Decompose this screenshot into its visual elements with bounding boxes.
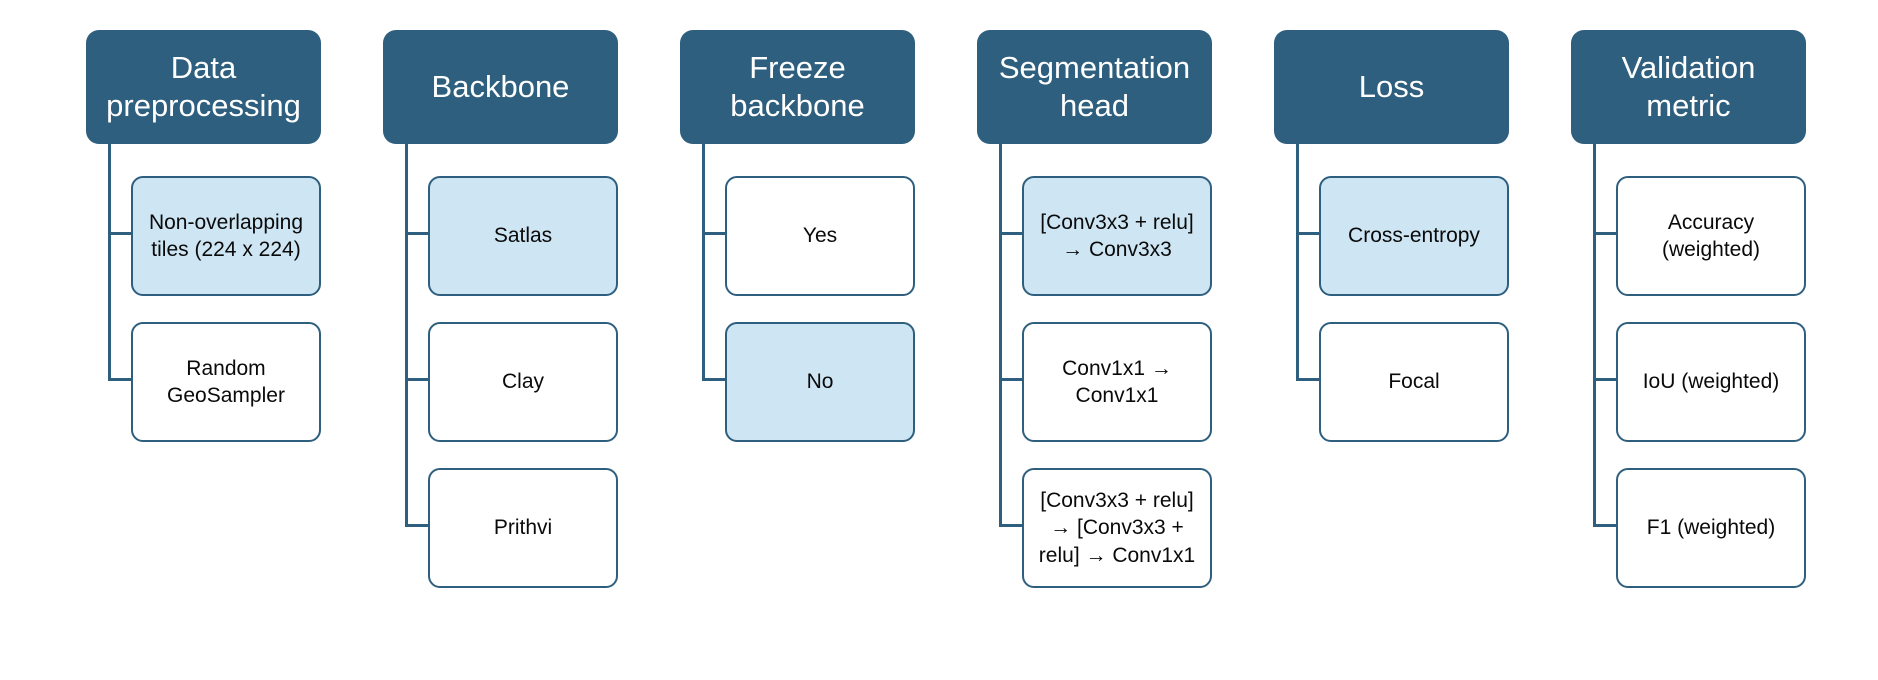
children-freeze-backbone: Yes No — [702, 144, 915, 442]
option-label: IoU (weighted) — [1642, 370, 1780, 394]
column-validation-metric: Validation metric Accuracy (weighted) Io… — [1571, 30, 1806, 588]
option-label: [Conv3x3 + relu] → [Conv3x3 + relu] → Co… — [1038, 489, 1196, 567]
option-focal: Focal — [1319, 322, 1509, 442]
child-row: Clay — [405, 296, 618, 442]
option-label: Accuracy (weighted) — [1661, 210, 1761, 261]
child-row: Non-overlapping tiles (224 x 224) — [108, 144, 321, 296]
child-row: Accuracy (weighted) — [1593, 144, 1806, 296]
option-yes: Yes — [725, 176, 915, 296]
header-backbone: Backbone — [383, 30, 618, 144]
option-cross-entropy: Cross-entropy — [1319, 176, 1509, 296]
option-f1-weighted: F1 (weighted) — [1616, 468, 1806, 588]
option-label: Yes — [802, 224, 838, 248]
child-row: [Conv3x3 + relu] → Conv3x3 — [999, 144, 1212, 296]
child-row: Satlas — [405, 144, 618, 296]
option-non-overlapping-tiles: Non-overlapping tiles (224 x 224) — [131, 176, 321, 296]
option-iou-weighted: IoU (weighted) — [1616, 322, 1806, 442]
option-label: Conv1x1 → Conv1x1 — [1062, 356, 1172, 407]
option-label: Clay — [501, 370, 544, 394]
option-label: F1 (weighted) — [1646, 516, 1776, 540]
children-backbone: Satlas Clay Prithvi — [405, 144, 618, 588]
column-loss: Loss Cross-entropy Focal — [1274, 30, 1509, 442]
option-random-geosampler: Random GeoSampler — [131, 322, 321, 442]
option-label: Cross-entropy — [1348, 224, 1480, 248]
child-row: Cross-entropy — [1296, 144, 1509, 296]
option-satlas: Satlas — [428, 176, 618, 296]
option-prithvi: Prithvi — [428, 468, 618, 588]
option-label: Prithvi — [493, 516, 553, 540]
column-freeze-backbone: Freeze backbone Yes No — [680, 30, 915, 442]
children-data-preprocessing: Non-overlapping tiles (224 x 224) Random… — [108, 144, 321, 442]
option-label: Non-overlapping tiles (224 x 224) — [148, 210, 304, 261]
option-label: Satlas — [493, 224, 553, 248]
child-row: IoU (weighted) — [1593, 296, 1806, 442]
option-label: Random GeoSampler — [167, 356, 285, 407]
child-row: F1 (weighted) — [1593, 442, 1806, 588]
header-freeze-backbone: Freeze backbone — [680, 30, 915, 144]
child-row: Conv1x1 → Conv1x1 — [999, 296, 1212, 442]
header-data-preprocessing: Data preprocessing — [86, 30, 321, 144]
option-label: [Conv3x3 + relu] → Conv3x3 — [1040, 210, 1194, 261]
header-segmentation-head: Segmentation head — [977, 30, 1212, 144]
option-label: No — [806, 370, 834, 394]
option-conv3x3-relu-conv3x3: [Conv3x3 + relu] → Conv3x3 — [1022, 176, 1212, 296]
column-segmentation-head: Segmentation head [Conv3x3 + relu] → Con… — [977, 30, 1212, 588]
child-row: [Conv3x3 + relu] → [Conv3x3 + relu] → Co… — [999, 442, 1212, 588]
children-segmentation-head: [Conv3x3 + relu] → Conv3x3 Conv1x1 → Con… — [999, 144, 1212, 588]
option-conv3x3-relu-x2-conv1x1: [Conv3x3 + relu] → [Conv3x3 + relu] → Co… — [1022, 468, 1212, 588]
option-clay: Clay — [428, 322, 618, 442]
child-row: No — [702, 296, 915, 442]
option-label: Focal — [1388, 370, 1440, 394]
child-row: Yes — [702, 144, 915, 296]
child-row: Prithvi — [405, 442, 618, 588]
header-validation-metric: Validation metric — [1571, 30, 1806, 144]
children-loss: Cross-entropy Focal — [1296, 144, 1509, 442]
column-data-preprocessing: Data preprocessing Non-overlapping tiles… — [86, 30, 321, 442]
option-no: No — [725, 322, 915, 442]
child-row: Focal — [1296, 296, 1509, 442]
children-validation-metric: Accuracy (weighted) IoU (weighted) F1 (w… — [1593, 144, 1806, 588]
option-accuracy-weighted: Accuracy (weighted) — [1616, 176, 1806, 296]
header-loss: Loss — [1274, 30, 1509, 144]
child-row: Random GeoSampler — [108, 296, 321, 442]
column-backbone: Backbone Satlas Clay Prithvi — [383, 30, 618, 588]
option-conv1x1-conv1x1: Conv1x1 → Conv1x1 — [1022, 322, 1212, 442]
